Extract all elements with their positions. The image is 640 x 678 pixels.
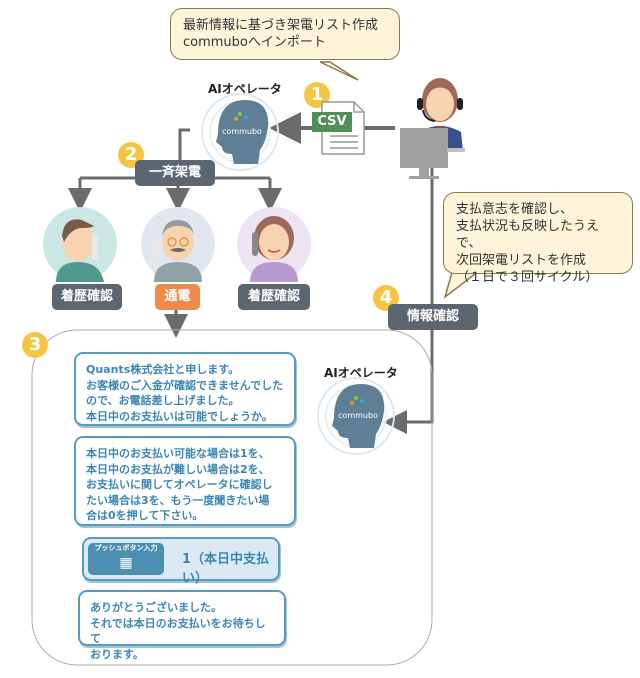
csv-label: CSV: [312, 112, 352, 132]
push-input-title: プッシュボタン入力: [94, 544, 158, 552]
msg1-line-3: ので、お電話差し上げました。: [86, 394, 240, 407]
ai-operator-bottom-icon: commubo: [317, 377, 395, 455]
ai-operator-top-title: AIオペレータ: [208, 82, 282, 96]
right-note-line-3: 次回架電リストを作成: [456, 253, 587, 268]
msg1-line-4: 本日中のお支払いは可能でしょうか。: [86, 409, 273, 423]
ai-message-1: Quants株式会社と申します。 お客様のご入金が確認できませんでした ので、お…: [74, 352, 296, 426]
push-key-panel: プッシュボタン入力 ▦: [88, 543, 164, 575]
ai-message-2: 本日中のお支払い可能な場合は1を、 本日中のお支払が難しい場合は2を、 お支払い…: [74, 436, 296, 526]
msg1-line-1: Quants株式会社と申します。: [86, 363, 240, 376]
msg2-line-4: たい場合は3を、もう一度聞きたい場: [86, 493, 270, 507]
ai-message-3: ありがとうございました。 それでは本日のお支払いをお待ちして おります。: [78, 590, 286, 661]
top-note-line-1: 最新情報に基づき架電リスト作成: [183, 18, 379, 33]
line-monitor-to-ai: [383, 160, 434, 434]
broadcast-call-label: 一斉架電: [135, 160, 215, 186]
push-input-value: 1（本日中支払い）: [182, 552, 270, 586]
right-note: 支払意志を確認し、 支払状況も反映したうえで、 次回架電リストを作成 （１日で３…: [443, 192, 633, 285]
keypad-icon: ▦: [119, 555, 133, 571]
msg1-line-2: お客様のご入金が確認できませんでした: [86, 378, 284, 392]
step-3-badge: 3: [22, 332, 48, 358]
msg3-line-1: ありがとうございました。: [90, 601, 222, 614]
top-note-line-2: commuboへインポート: [183, 35, 326, 50]
right-note-line-1: 支払意志を確認し、: [456, 202, 574, 217]
svg-text:commubo: commubo: [222, 127, 262, 136]
msg2-line-2: 本日中のお支払が難しい場合は2を、: [86, 462, 270, 476]
customer-1-avatar: [43, 207, 117, 282]
msg3-line-3: おります。: [90, 647, 144, 661]
customer-1-status: 着歴確認: [52, 284, 122, 310]
right-note-line-4: （１日で３回サイクル）: [456, 270, 599, 285]
msg2-line-5: 合は0を押して下さい。: [86, 509, 204, 522]
msg2-line-3: お支払いに関してオペレータに確認し: [86, 478, 273, 491]
human-operator-icon: [400, 78, 465, 179]
msg3-line-2: それでは本日のお支払いをお待ちして: [90, 616, 266, 646]
customer-3-avatar: [237, 207, 311, 282]
customer-2-avatar: [141, 207, 215, 282]
right-note-line-2: 支払状況も反映したうえで、: [456, 219, 600, 251]
top-note: 最新情報に基づき架電リスト作成 commuboへインポート: [170, 8, 400, 60]
ai-operator-top-icon: commubo: [201, 93, 279, 171]
customer-2-status: 通電: [155, 284, 200, 310]
msg2-line-1: 本日中のお支払い可能な場合は1を、: [86, 447, 270, 460]
line-ai-to-broadcast: [178, 128, 190, 170]
ai-operator-bottom-title: AIオペレータ: [324, 366, 398, 380]
push-button-input: プッシュボタン入力 ▦ 1（本日中支払い）: [82, 537, 280, 586]
customer-3-status: 着歴確認: [238, 284, 310, 310]
dialog-container: [31, 329, 433, 666]
info-check-label: 情報確認: [388, 304, 478, 330]
svg-text:commubo: commubo: [338, 411, 378, 420]
